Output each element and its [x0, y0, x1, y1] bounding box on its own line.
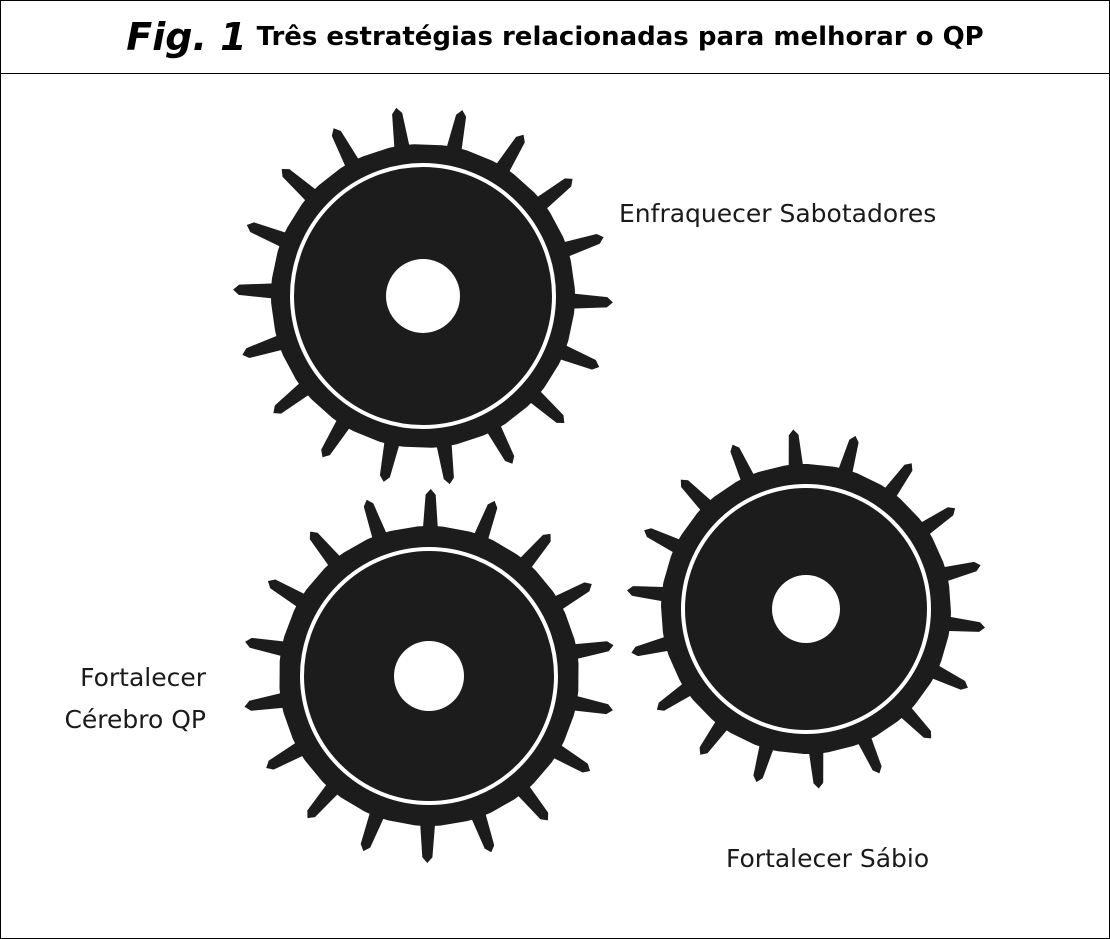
- label-enfraquecer-sabotadores: Enfraquecer Sabotadores: [619, 199, 936, 228]
- gears-svg: Enfraquecer Sabotadores Fortalecer Céreb…: [64, 107, 985, 873]
- gears-diagram: Enfraquecer Sabotadores Fortalecer Céreb…: [1, 74, 1109, 938]
- figure-label: Fig. 1: [126, 15, 247, 59]
- figure-title: Três estratégias relacionadas para melho…: [256, 22, 984, 52]
- gear-left-hub-hole: [394, 641, 464, 711]
- label-fortalecer-cerebro-line1: Fortalecer: [80, 663, 207, 692]
- gear-left-ring: [300, 547, 558, 805]
- figure-header: Fig. 1 Três estratégias relacionadas par…: [1, 1, 1109, 74]
- gear-right-hub-hole: [772, 575, 840, 643]
- gear-top-hub-hole: [386, 259, 460, 333]
- gear-left: [244, 489, 614, 863]
- gear-right: [627, 429, 985, 789]
- label-fortalecer-cerebro-line2: Cérebro QP: [64, 705, 206, 734]
- gear-top-ring: [290, 163, 556, 429]
- gear-top: [233, 107, 613, 485]
- gear-right-ring: [681, 484, 931, 734]
- label-fortalecer-sabio: Fortalecer Sábio: [726, 844, 929, 873]
